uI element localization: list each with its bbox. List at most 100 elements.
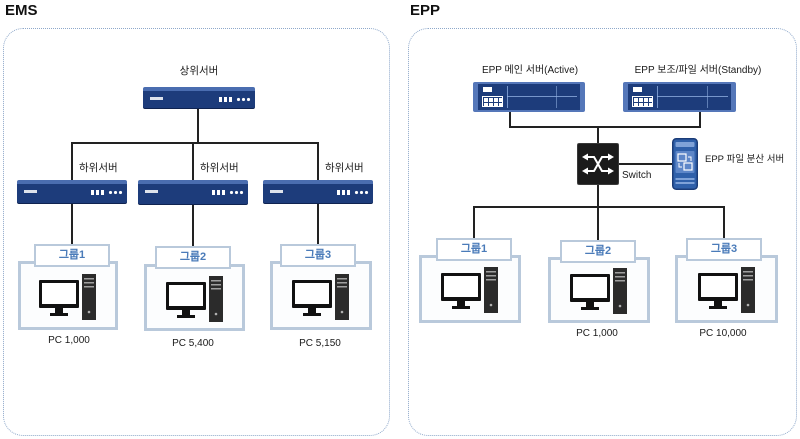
monitor-neck — [55, 307, 63, 313]
monitor-screen — [168, 284, 203, 306]
ems-group-1-pc-count: PC 1,000 — [48, 335, 90, 346]
tower-power-button — [746, 303, 749, 307]
ems-group-2-pc-count: PC 5,400 — [172, 338, 214, 349]
tower-drive-bay — [615, 280, 625, 282]
rack-badge — [633, 87, 642, 92]
ems-group-1-box — [18, 261, 118, 330]
tower-drive-bay — [486, 279, 496, 281]
epp-group-1-tag: 그룹1 — [436, 238, 512, 261]
main-server-label: EPP 메인 서버(Active) — [481, 65, 579, 76]
tower-power-button — [87, 310, 91, 313]
switch-icon — [577, 143, 619, 185]
lower-server-label-1: 하위서버 — [79, 162, 118, 174]
switch-arrowhead — [608, 167, 614, 175]
tower-drive-bay — [84, 285, 94, 287]
monitor-neck — [308, 307, 316, 313]
lower-server-label-3: 하위서버 — [325, 162, 364, 174]
epp-group-3-box — [675, 255, 778, 323]
pc-icon — [292, 273, 349, 320]
file-server-sync-arrow — [688, 156, 692, 161]
server-logo-mark — [270, 190, 283, 193]
epp-group-2-tag: 그룹2 — [560, 240, 636, 263]
tower-drive-bay — [210, 287, 221, 289]
tower-drive-bay — [486, 271, 496, 273]
tower-drive-bay — [615, 272, 625, 274]
server-port-cluster — [219, 97, 233, 102]
rack-grid-panel — [482, 96, 503, 107]
tower-case — [740, 267, 755, 313]
pc-icon — [441, 267, 498, 313]
rack-divider — [507, 96, 577, 97]
tower-drive-bay — [742, 275, 753, 277]
monitor-neck — [586, 302, 594, 307]
monitor-base — [452, 306, 470, 309]
file-server-window-icon — [677, 153, 687, 162]
server-led-dots — [108, 190, 123, 195]
switch-arrowhead — [582, 167, 588, 175]
pc-icon — [165, 275, 223, 322]
file-server-label: EPP 파일 분산 서버 — [705, 154, 785, 165]
lower-server-2 — [138, 180, 248, 204]
ems-title: EMS — [5, 2, 38, 19]
ems-group-1-tag: 그룹1 — [34, 244, 110, 267]
rack-handle-left — [475, 84, 478, 110]
pc-icon — [39, 273, 96, 320]
tower-case — [335, 273, 349, 320]
epp-group-3-pc-count: PC 10,000 — [699, 328, 747, 339]
server-port-cluster — [212, 190, 226, 195]
pc-icon — [697, 267, 755, 313]
tower-drive-bay — [210, 279, 221, 281]
tower-drive-bay — [615, 276, 625, 278]
server-led-dots — [354, 190, 369, 195]
ems-group-3-pc-count: PC 5,150 — [299, 338, 341, 349]
tower-drive-bay — [742, 279, 753, 281]
rack-divider — [707, 86, 708, 108]
rack-handle-left — [625, 84, 628, 110]
server-port-cluster — [91, 190, 105, 195]
tower-case — [82, 273, 96, 320]
rack-badge — [483, 87, 492, 92]
tower-power-button — [489, 303, 493, 307]
tower-case — [613, 268, 627, 314]
server-logo-mark — [150, 97, 163, 100]
file-server-vent — [675, 182, 695, 184]
tower-drive-bay — [337, 281, 347, 283]
rack-handle-right — [731, 84, 734, 110]
tower-drive-bay — [337, 277, 347, 279]
tower-power-button — [618, 304, 622, 308]
ems-group-2-tag: 그룹2 — [155, 246, 231, 269]
epp-title: EPP — [410, 2, 441, 19]
monitor-screen — [42, 282, 76, 304]
monitor-base — [50, 312, 68, 316]
switch-label: Switch — [622, 170, 652, 181]
main-server — [473, 82, 585, 112]
rack-divider — [657, 96, 728, 97]
rack-divider — [507, 86, 508, 108]
upper-server — [143, 87, 255, 108]
tower-drive-bay — [84, 277, 94, 279]
file-server-icon — [672, 138, 698, 190]
standby-server-label: EPP 보조/파일 서버(Standby) — [634, 65, 762, 76]
upper-server-label: 상위서버 — [179, 65, 219, 77]
switch-crossing-arrow — [587, 156, 609, 172]
server-led-dots — [236, 97, 251, 102]
tower-drive-bay — [742, 271, 753, 273]
rack-handle-right — [580, 84, 583, 110]
file-server-sync-arrow — [678, 163, 682, 168]
tower-case — [208, 275, 223, 322]
file-server-top-bay — [675, 142, 695, 147]
monitor-base — [176, 314, 195, 318]
rack-grid-panel — [632, 96, 653, 107]
server-port-cluster — [337, 190, 351, 195]
monitor-screen — [295, 282, 329, 304]
switch-arrowhead — [608, 153, 614, 161]
monitor-neck — [457, 301, 465, 306]
epp-group-1-box — [419, 255, 521, 323]
tower-case — [484, 267, 498, 313]
epp-group-2-pc-count: PC 1,000 — [576, 328, 618, 339]
file-server-vent — [675, 178, 695, 180]
switch-arrowhead — [582, 153, 588, 161]
ems-group-3-tag: 그룹3 — [280, 244, 356, 267]
monitor-screen — [444, 276, 478, 297]
